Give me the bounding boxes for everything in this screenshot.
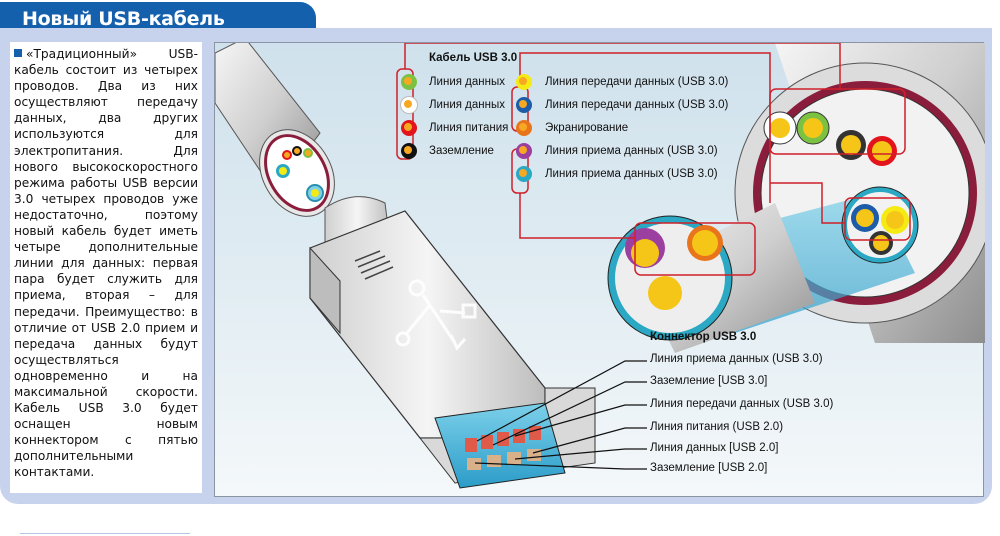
illustration-panel: Кабель USB 3.0 Линия данных Линия данных… [214, 42, 985, 497]
legend-marker-icon [401, 120, 417, 136]
callout-lines [396, 43, 911, 276]
connector-legend-item: Заземление [USB 2.0] [650, 462, 768, 474]
cable-legend-title: Кабель USB 3.0 [429, 52, 518, 64]
article-text: «Традиционный» USB-кабель состоит из чет… [14, 47, 198, 480]
legend-item: Заземление [429, 145, 494, 157]
connector-legend-item: Заземление [USB 3.0] [650, 375, 768, 387]
legend-item: Линия данных [429, 76, 505, 88]
page-title: Новый USB-кабель [22, 8, 225, 30]
illustration-art [215, 43, 985, 489]
connector-legend-item: Линия приема данных (USB 3.0) [650, 353, 823, 365]
legend-item: Линия передачи данных (USB 3.0) [545, 99, 729, 111]
legend-item: Линия передачи данных (USB 3.0) [545, 76, 729, 88]
legend-marker-icon [516, 143, 532, 159]
article-panel [10, 42, 202, 493]
small-cable-illustration [215, 43, 335, 217]
legend-item: Линия приема данных (USB 3.0) [545, 145, 718, 157]
connector-legend-item: Линия передачи данных (USB 3.0) [650, 398, 834, 410]
legend-item: Экранирование [545, 122, 629, 134]
legend-marker-icon [516, 97, 532, 113]
legend-item: Линия питания [429, 122, 509, 134]
bullet-icon [14, 49, 22, 57]
connector-legend-item: Линия питания (USB 2.0) [650, 421, 784, 433]
article-text-block: «Традиционный» USB-кабель состоит из чет… [14, 46, 198, 481]
connector-legend-title: Коннектор USB 3.0 [650, 331, 757, 343]
connector-leader-lines [474, 360, 647, 470]
legend-marker-icon [516, 74, 532, 90]
legend-marker-icon [516, 166, 532, 182]
connector-legend-item: Линия данных [USB 2.0] [650, 442, 779, 454]
legend-item: Линия приема данных (USB 3.0) [545, 168, 718, 180]
legend-item: Линия данных [429, 99, 505, 111]
legend-marker-icon [401, 97, 417, 113]
legend-marker-icon [516, 120, 532, 136]
legend-marker-icon [401, 74, 417, 90]
usb-plug-illustration [309, 196, 596, 489]
large-cable-illustration [607, 43, 985, 353]
divider [20, 533, 190, 534]
legend-marker-icon [401, 143, 417, 159]
